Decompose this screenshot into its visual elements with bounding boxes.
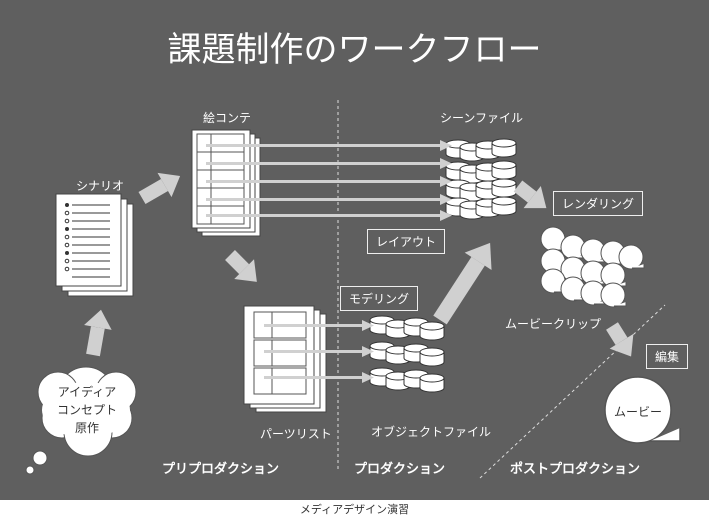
arrow-idea-to-scenario bbox=[84, 309, 112, 357]
page-title: 課題制作のワークフロー bbox=[167, 30, 542, 70]
arrow-scenario-to-storyboard bbox=[138, 172, 181, 205]
layout-box: レイアウト bbox=[367, 229, 446, 254]
movie-label: ムービー bbox=[614, 405, 663, 419]
arrow-storyboard-to-parts bbox=[225, 250, 257, 282]
scenario-label: シナリオ bbox=[76, 179, 125, 193]
movie-clip-label: ムービークリップ bbox=[505, 317, 602, 331]
phase-post-production: ポストプロダクション bbox=[510, 462, 641, 477]
parts-list-label: パーツリスト bbox=[260, 427, 332, 441]
parts-to-object-arrows bbox=[264, 320, 374, 383]
scene-file-label: シーンファイル bbox=[440, 111, 524, 125]
parts-list-icon bbox=[243, 305, 327, 413]
footer-caption: メディアデザイン演習 bbox=[299, 503, 410, 516]
scenario-icon bbox=[55, 193, 134, 297]
edit-box: 編集 bbox=[646, 344, 689, 369]
modeling-box: モデリング bbox=[340, 286, 419, 311]
phase-production: プロダクション bbox=[354, 462, 446, 477]
storyboard-label: 絵コンテ bbox=[203, 111, 252, 125]
divider-post-production bbox=[479, 304, 666, 479]
arrow-objects-to-scene bbox=[433, 242, 492, 325]
idea-line-3: 原作 bbox=[74, 421, 99, 435]
phase-pre-production: プリプロダクション bbox=[162, 462, 280, 477]
object-file-icons bbox=[369, 315, 445, 393]
idea-line-1: アイディア bbox=[57, 385, 117, 399]
object-file-label: オブジェクトファイル bbox=[371, 425, 492, 439]
idea-text: アイディア コンセプト 原作 bbox=[52, 383, 122, 437]
arrow-clips-to-movie bbox=[606, 322, 634, 357]
arrow-scene-to-render bbox=[513, 180, 547, 209]
scene-file-icons bbox=[445, 138, 517, 220]
idea-line-2: コンセプト bbox=[56, 403, 117, 417]
rendering-box: レンダリング bbox=[553, 191, 644, 216]
storyboard-to-scene-arrows bbox=[206, 140, 452, 221]
movie-icon bbox=[604, 376, 681, 444]
